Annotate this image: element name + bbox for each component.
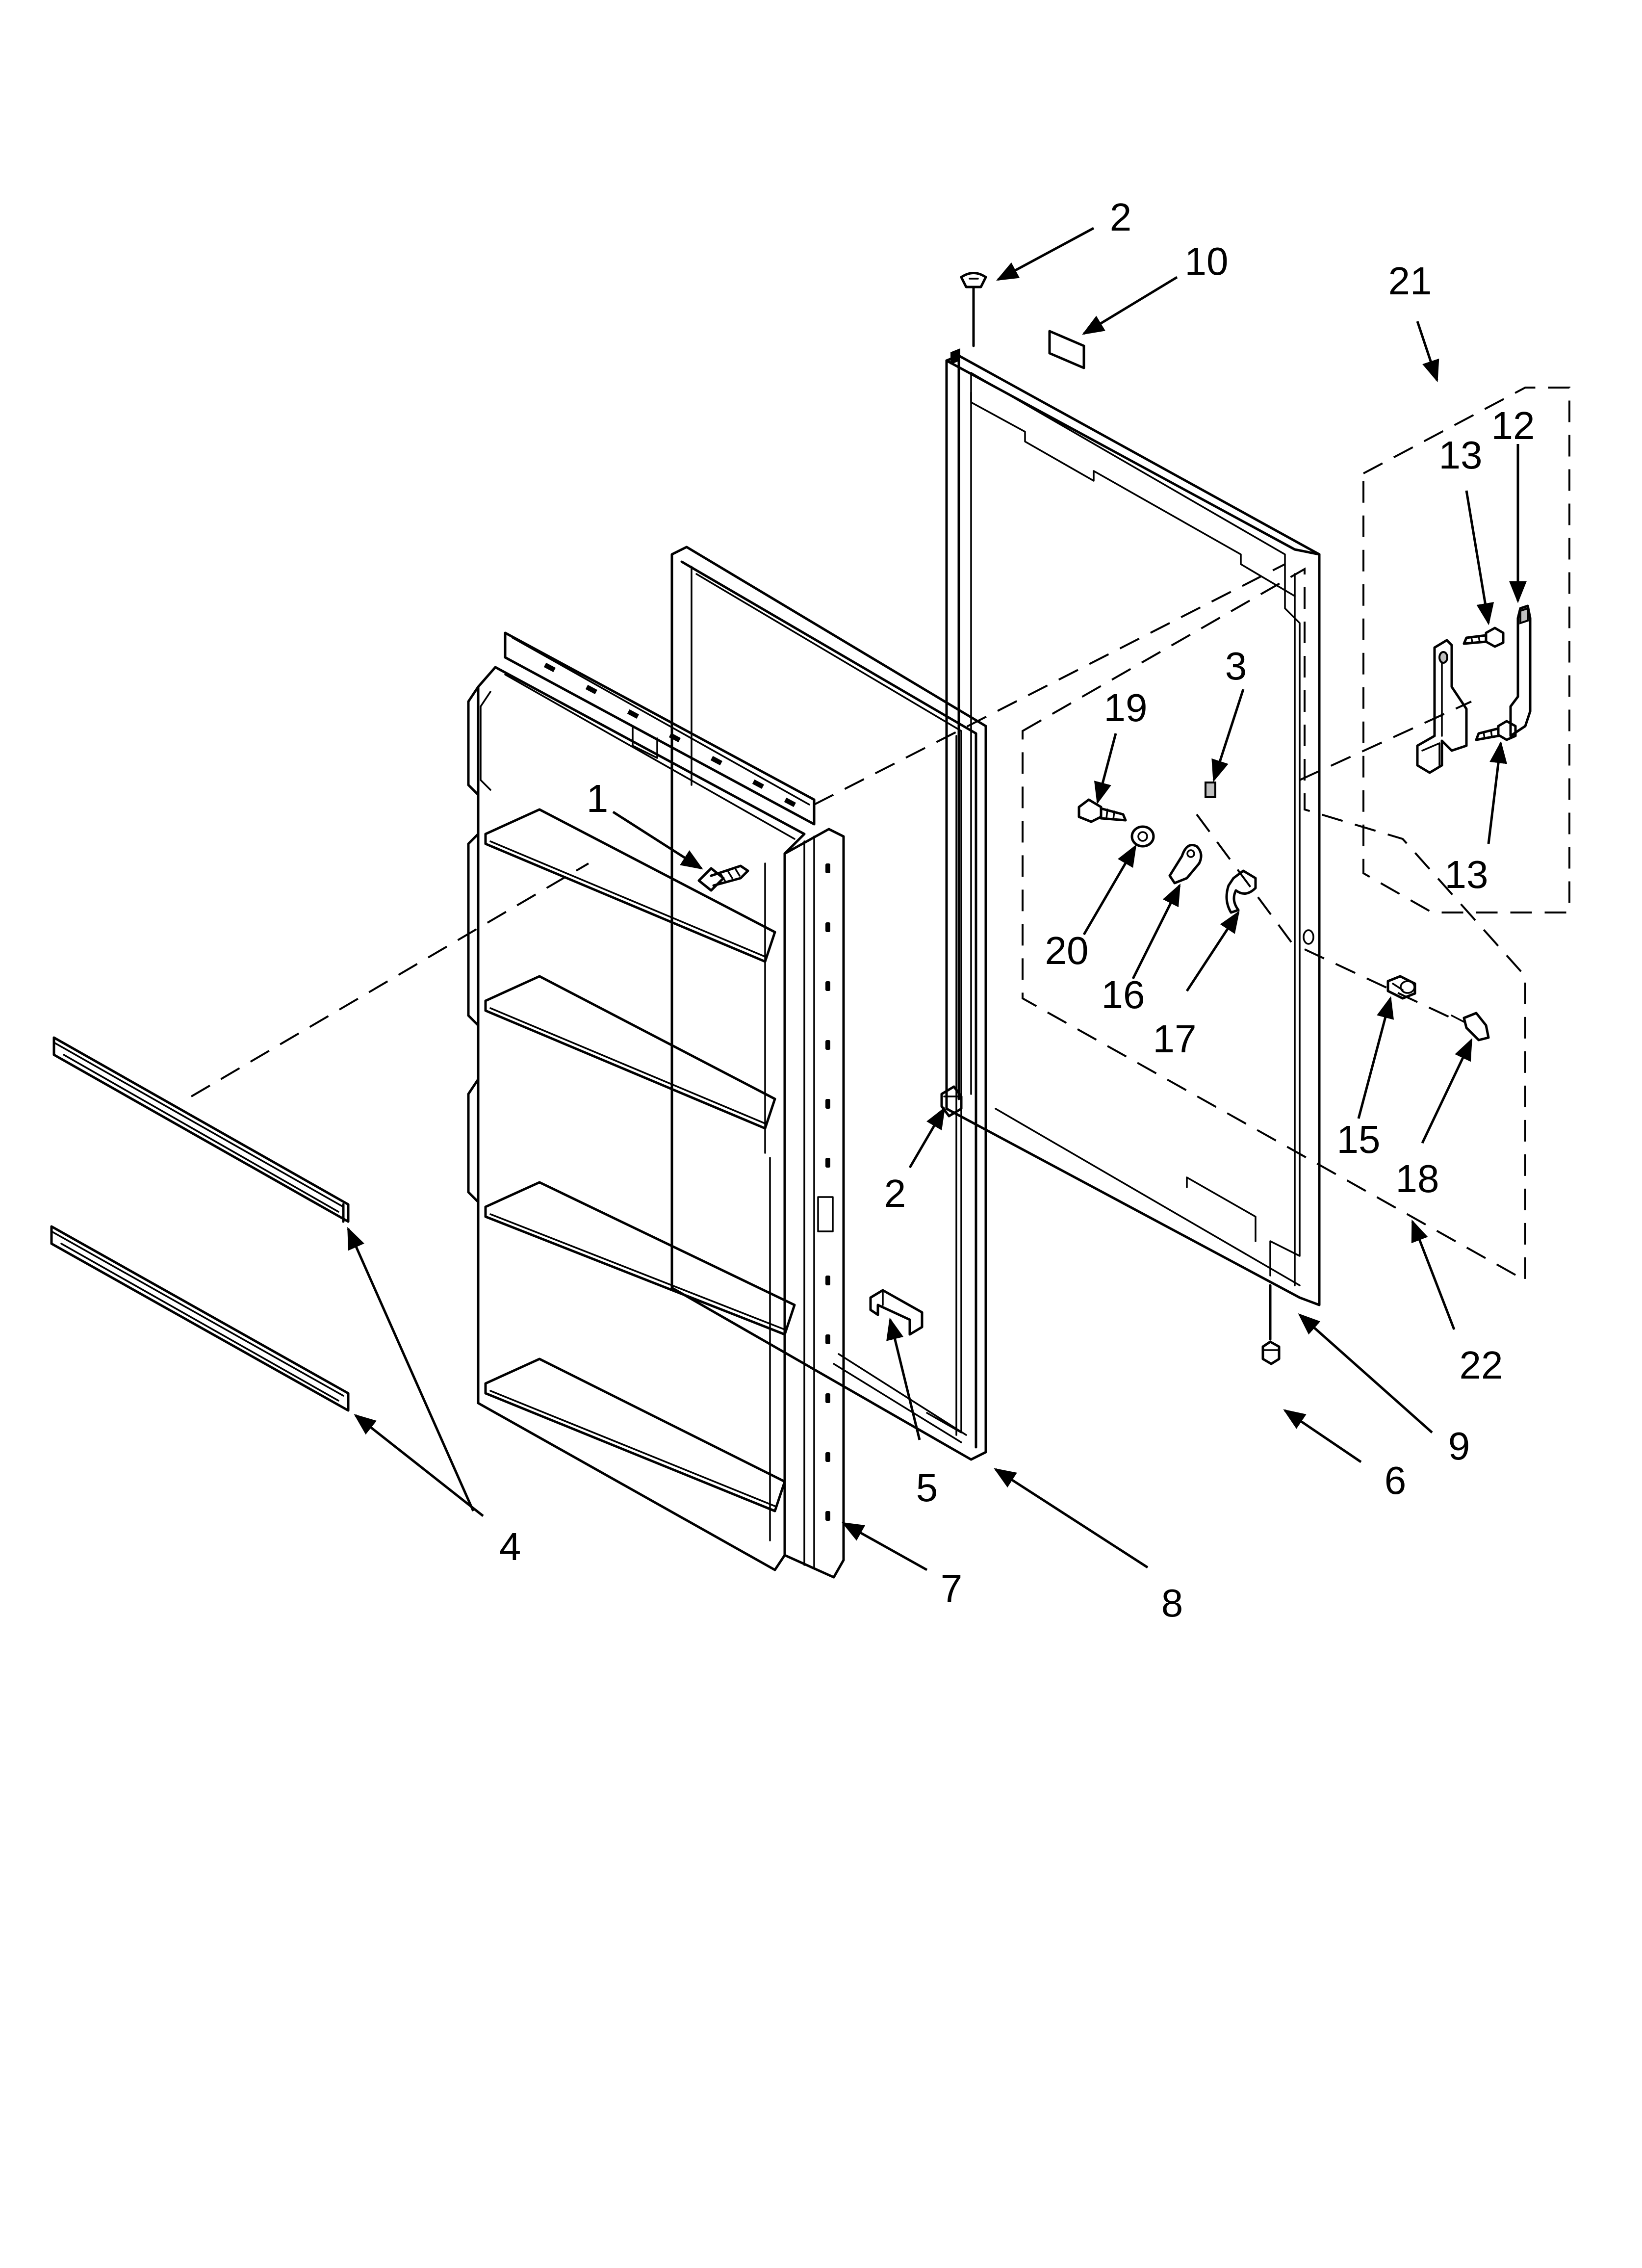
trim-strip-lower <box>50 1225 350 1412</box>
door-handle <box>1416 604 1532 774</box>
lock-cylinder <box>1386 975 1416 1000</box>
callout-3: 3 <box>1225 644 1247 688</box>
lock-screw <box>1078 798 1127 823</box>
handle-screw-upper <box>1462 626 1505 648</box>
callout-16: 16 <box>1102 973 1145 1017</box>
bottom-nut <box>1261 1284 1281 1365</box>
plug-middle <box>940 1085 963 1118</box>
callout-labels: 2 10 21 13 12 13 3 19 1 20 16 17 15 18 2… <box>499 195 1535 1625</box>
callout-21: 21 <box>1388 259 1432 303</box>
callout-2-top: 2 <box>1110 195 1132 239</box>
callout-1: 1 <box>587 777 609 820</box>
callout-13-bottom: 13 <box>1445 853 1488 896</box>
group-21-box <box>1362 387 1570 913</box>
callout-6: 6 <box>1385 1459 1407 1502</box>
callout-10: 10 <box>1185 239 1229 283</box>
callout-18: 18 <box>1396 1157 1439 1200</box>
lock-clip <box>1225 869 1257 914</box>
callout-12: 12 <box>1491 404 1535 447</box>
callout-5: 5 <box>916 1466 938 1510</box>
callout-13-top: 13 <box>1439 433 1483 477</box>
callout-22: 22 <box>1460 1343 1503 1387</box>
spacer-block <box>1205 782 1216 798</box>
callout-19: 19 <box>1104 686 1148 730</box>
callout-4: 4 <box>499 1525 521 1568</box>
group-22-box <box>1022 567 1526 1282</box>
label-plate <box>1048 330 1085 369</box>
trim-strip-upper <box>52 1036 350 1223</box>
lock-cam <box>1168 844 1203 885</box>
handle-screw-lower <box>1475 720 1517 741</box>
plug-top <box>960 272 987 347</box>
callout-17: 17 <box>1153 1017 1197 1061</box>
callout-8: 8 <box>1161 1581 1183 1625</box>
door-gasket <box>670 546 987 1461</box>
outer-door-panel <box>945 348 1321 1306</box>
lock-key <box>1451 1012 1490 1042</box>
callout-9: 9 <box>1448 1424 1470 1468</box>
liner-screw <box>697 864 749 892</box>
washer <box>1130 825 1155 848</box>
leader-arrows <box>347 227 1527 1571</box>
callout-2-middle: 2 <box>884 1172 906 1215</box>
door-liner <box>467 631 845 1579</box>
callout-20: 20 <box>1045 929 1089 972</box>
callout-15: 15 <box>1337 1118 1381 1161</box>
door-bracket <box>869 1289 924 1336</box>
callout-7: 7 <box>941 1566 963 1610</box>
